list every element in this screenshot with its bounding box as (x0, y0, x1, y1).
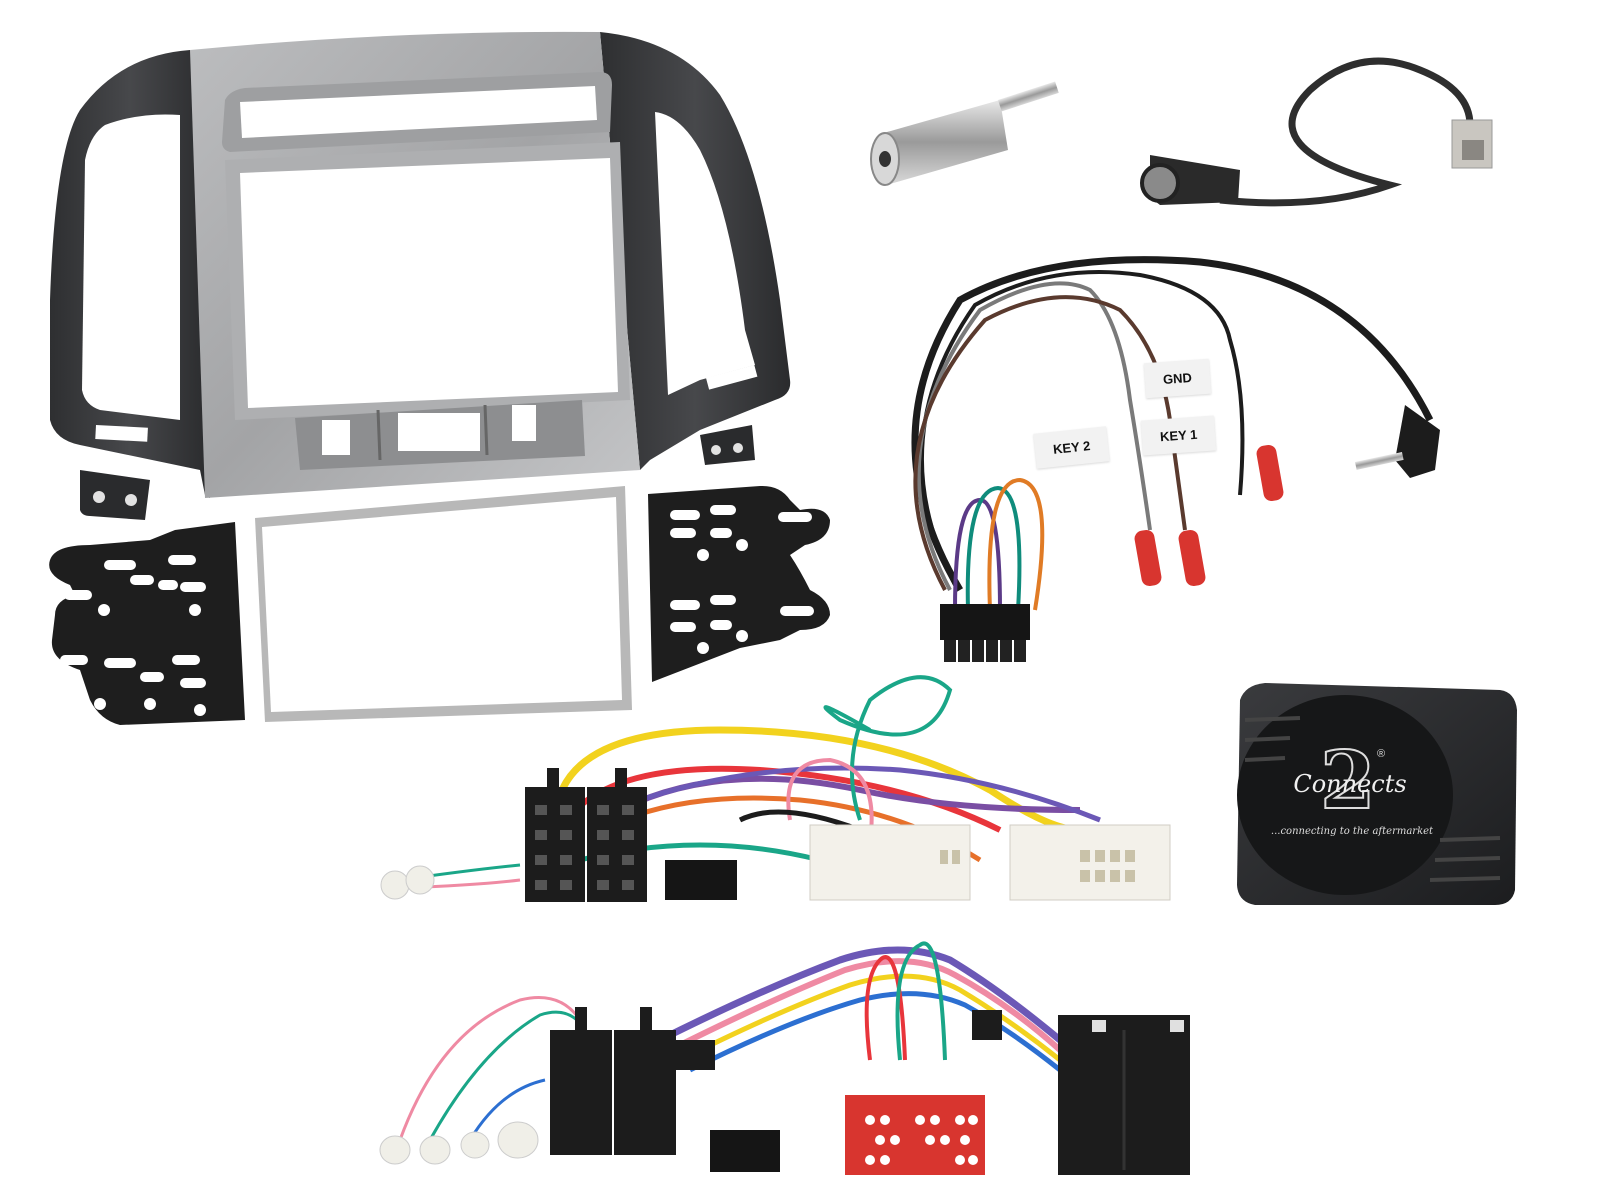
jack-plug (1354, 405, 1440, 478)
iso-harness-vehicle-connectors (380, 768, 1171, 902)
fascia-panel (50, 31, 791, 520)
mounting-bracket-right (648, 485, 830, 682)
steering-interface-lead (911, 256, 1434, 611)
brand-two-mark: 2 (1319, 733, 1377, 827)
steering-lead-connector (940, 604, 1030, 662)
iso-patch-lead-connectors (379, 1007, 1190, 1175)
registered-mark: ® (1377, 748, 1386, 760)
surround-trim-frame (255, 486, 632, 722)
label-gnd: GND (1143, 358, 1212, 399)
mounting-bracket-left (49, 522, 245, 725)
bullet-connectors (1134, 444, 1284, 587)
brand-tagline: ...connecting to the aftermarket (1270, 826, 1434, 837)
antenna-lead (1140, 57, 1493, 207)
iso-patch-lead (398, 941, 1063, 1141)
interface-module (1237, 683, 1517, 905)
brand-script: Connects (1293, 770, 1407, 798)
antenna-adapter (870, 81, 1059, 186)
label-key1: KEY 1 (1140, 415, 1217, 456)
module-brand-logo: 2 Connects ® ...connecting to the afterm… (1265, 733, 1435, 850)
